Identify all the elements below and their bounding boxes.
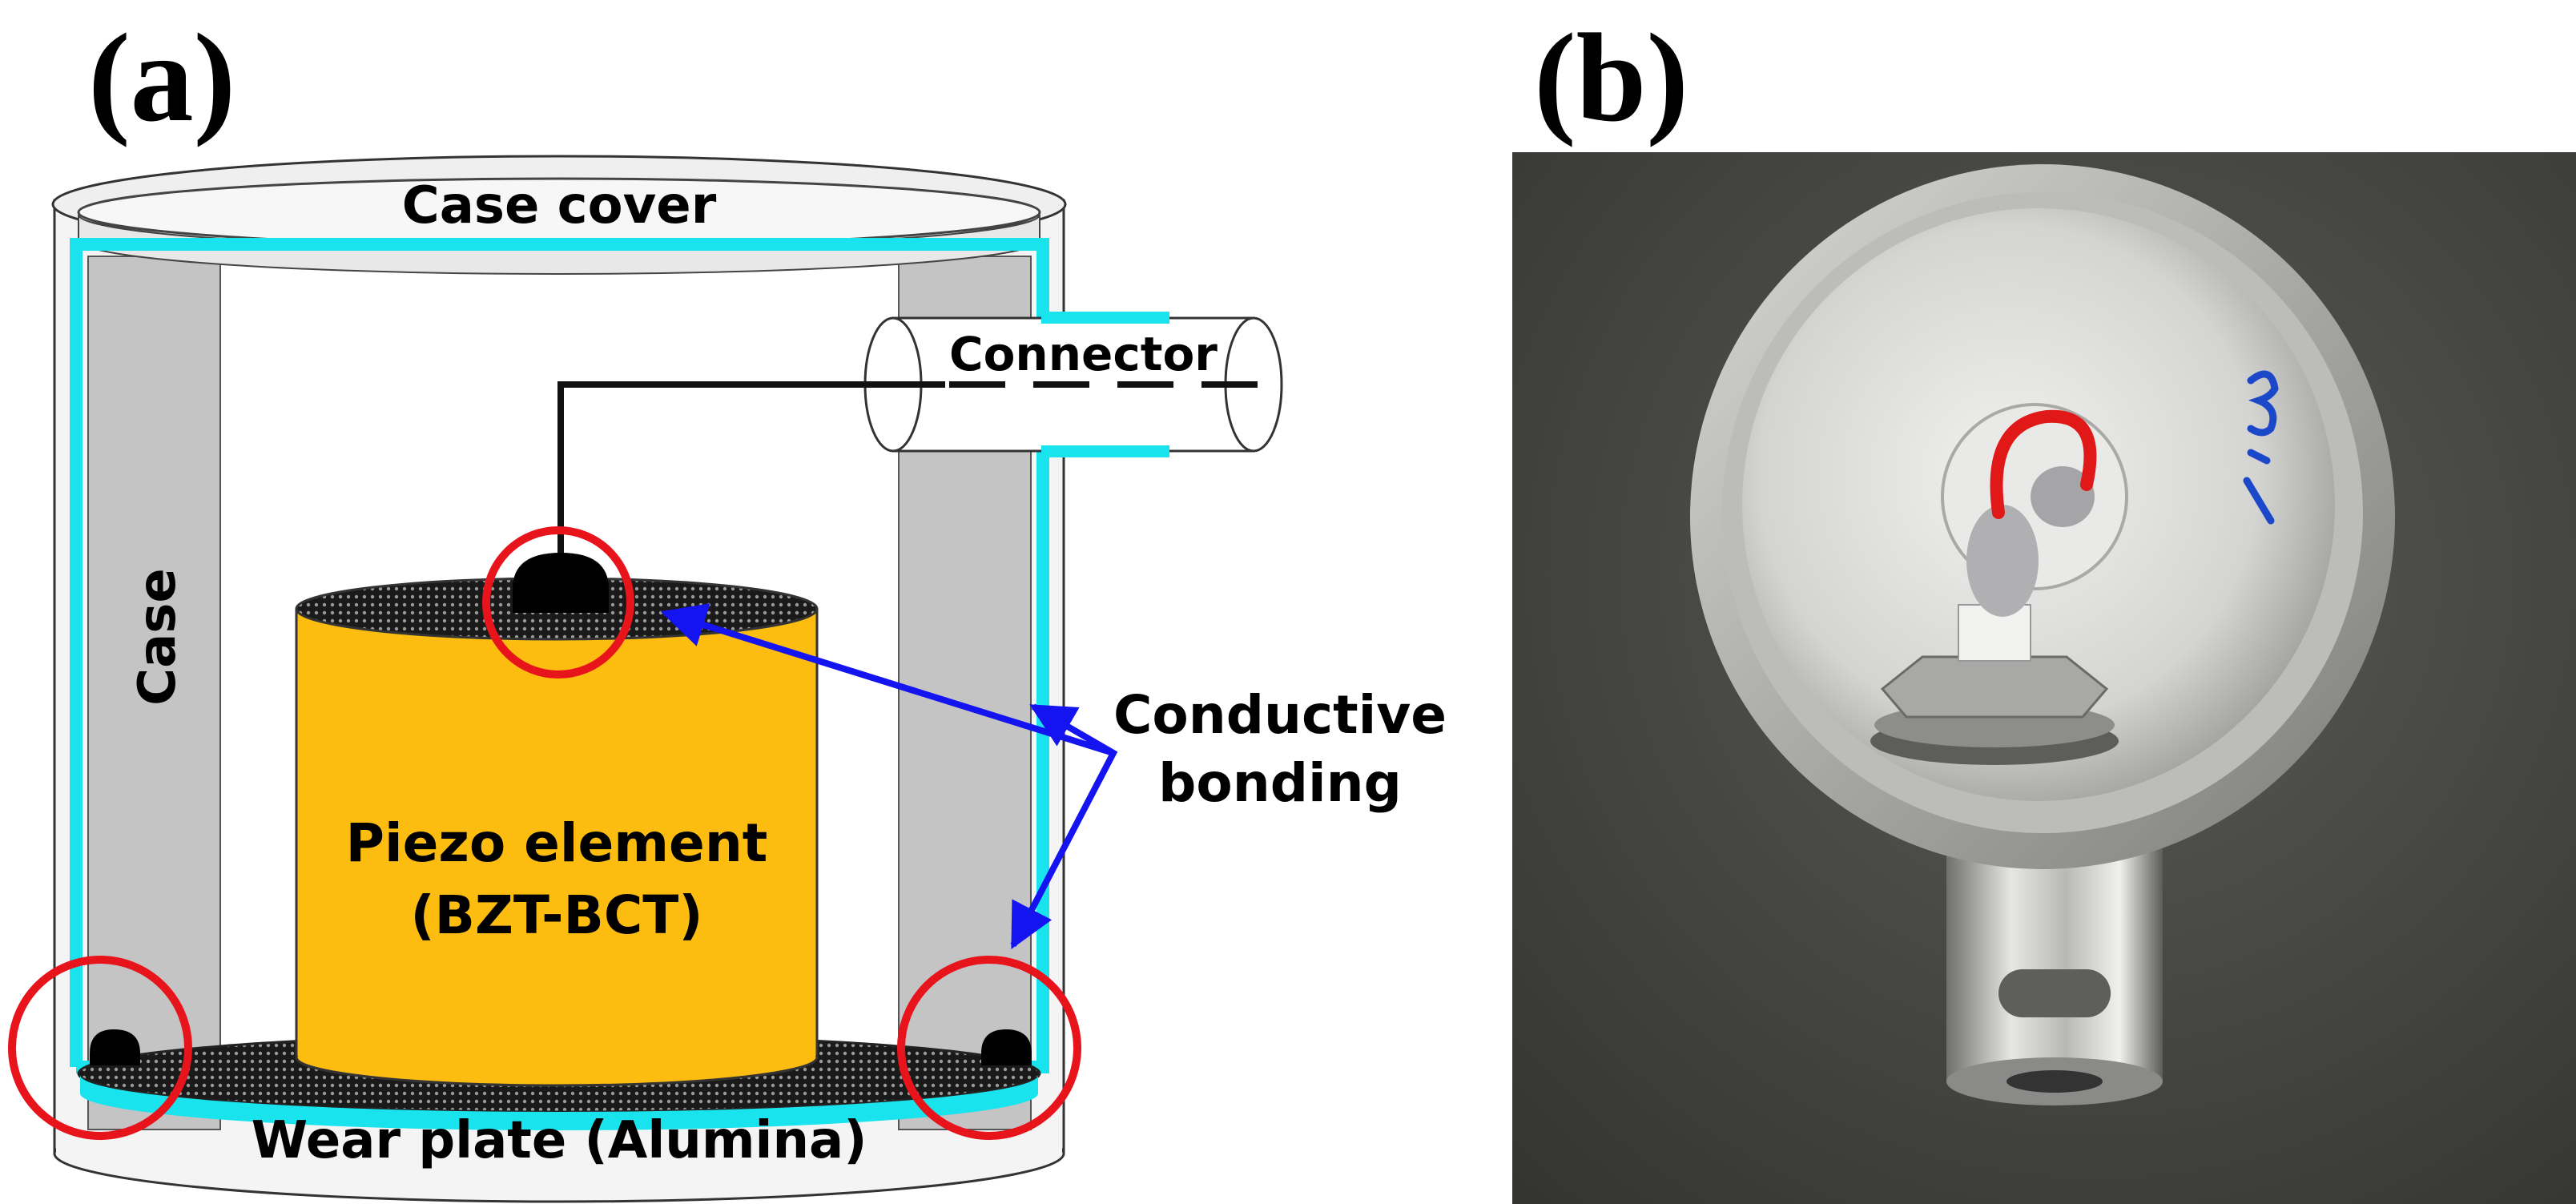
conductive-bonding-line2: bonding [1158, 752, 1402, 814]
highlight-circle-top [482, 526, 634, 679]
highlight-circle-left [8, 956, 192, 1140]
bonding-blob-top [513, 553, 609, 613]
solder-blob [1966, 505, 2039, 617]
panel-label-a: (a) [88, 8, 235, 148]
case-label: Case [128, 568, 187, 706]
connector-label: Connector [949, 327, 1218, 381]
signal-wire [557, 381, 1274, 577]
piezo-label-line1: Piezo element [346, 812, 768, 874]
bonding-arrows [660, 603, 1118, 949]
conductive-bonding-line1: Conductive [1113, 684, 1447, 746]
sensor-photo [1512, 152, 2576, 1204]
schematic-diagram: Connector Piezo element (BZT-BCT) [8, 155, 1447, 1203]
piezo-element [295, 577, 819, 1087]
panel-label-b: (b) [1534, 8, 1688, 148]
case-cover-label: Case cover [402, 176, 717, 236]
bonding-blob-right [981, 1029, 1032, 1065]
highlight-circle-right [897, 956, 1081, 1140]
case-cover [51, 155, 1067, 275]
red-wire [1990, 409, 2097, 519]
highlight-circles [8, 526, 1081, 1140]
bonding-blob-left [90, 1029, 140, 1065]
handwritten-mark [2243, 370, 2279, 525]
piezo-label-line2: (BZT-BCT) [411, 884, 703, 946]
case-wall-left [87, 256, 221, 1130]
hex-nut [1870, 655, 2119, 765]
wear-plate-label: Wear plate (Alumina) [252, 1111, 867, 1170]
